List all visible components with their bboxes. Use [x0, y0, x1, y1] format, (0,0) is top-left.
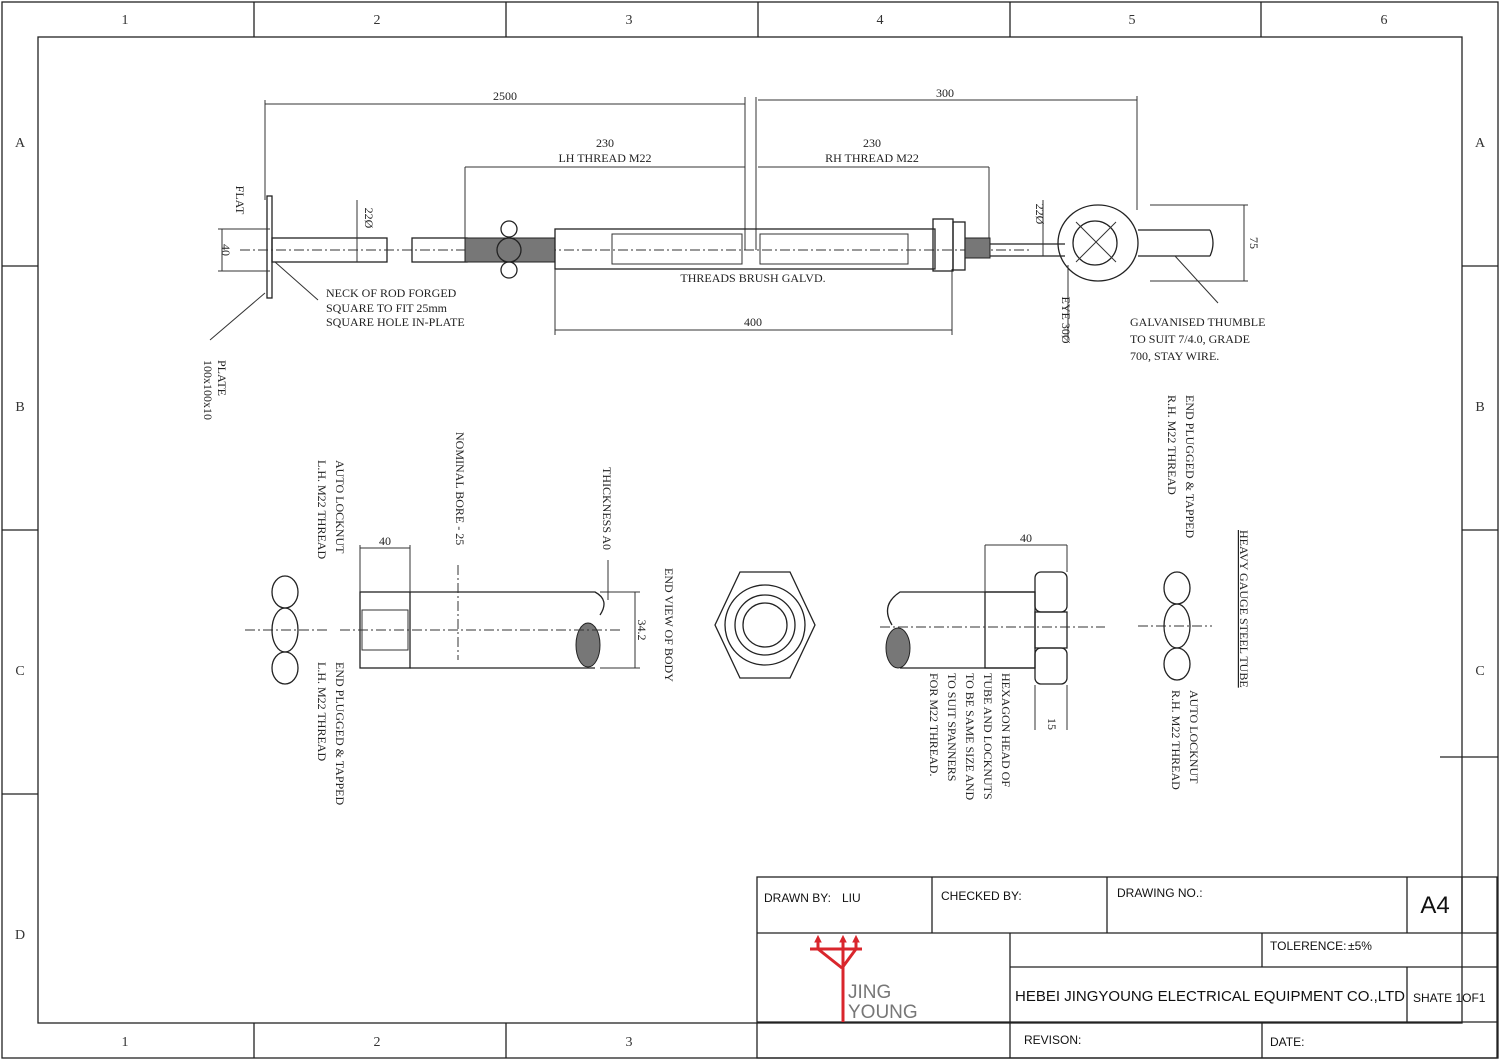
row-label: C	[15, 664, 24, 679]
row-label: C	[1475, 664, 1484, 679]
company-logo: JING YOUNG	[810, 934, 918, 1023]
company-name: HEBEI JINGYOUNG ELECTRICAL EQUIPMENT CO.…	[1015, 988, 1405, 1005]
drawing-no-label: DRAWING NO.:	[1117, 886, 1203, 900]
sheet-number: SHATE 1OF1	[1413, 991, 1486, 1005]
end-plugged-rh-2: R.H. M22 THREAD	[1165, 395, 1179, 495]
rod-dia-left: 22Ø	[362, 208, 376, 229]
hexagon-note-3: TO BE SAME SIZE AND	[963, 673, 977, 800]
rh-length: 230	[863, 136, 881, 150]
tolerance-label: TOLERENCE:	[1270, 939, 1346, 953]
end-plugged-lh-1: END PLUGGED & TAPPED	[333, 662, 347, 805]
threads-note: THREADS BRUSH GALVD.	[680, 271, 825, 285]
dim-overall: 2500	[493, 89, 517, 103]
row-label: B	[1475, 400, 1484, 415]
drawn-by-value: LIU	[842, 891, 861, 905]
hex-locknut-right	[932, 218, 966, 272]
dim-75: 75	[1247, 237, 1261, 249]
col-label: 3	[626, 1035, 633, 1050]
hex-head	[1034, 571, 1068, 685]
hexagon-note-2: TUBE AND LOCKNUTS	[981, 673, 995, 800]
col-label: 2	[374, 13, 381, 28]
end-view-label: END VIEW OF BODY	[662, 568, 676, 682]
auto-locknut-lh-2: L.H. M22 THREAD	[315, 460, 329, 559]
auto-locknut-lh	[271, 575, 299, 685]
stay-rod-assembly-view: 2500 300 230 LH THREAD M22 230 RH THREAD…	[201, 86, 1265, 420]
row-label: A	[15, 136, 26, 151]
col-label: 1	[122, 1035, 129, 1050]
dim-40-b: 40	[379, 534, 391, 548]
lh-length: 230	[596, 136, 614, 150]
plate-note-2: 100x100x10	[201, 360, 215, 420]
neck-note-1: NECK OF ROD FORGED	[326, 286, 457, 300]
rod-dia-right: 22Ø	[1033, 204, 1047, 225]
column-labels-bottom: 1 2 3	[122, 1035, 633, 1050]
thimble	[1138, 229, 1214, 257]
revision-label: REVISON:	[1024, 1033, 1081, 1047]
col-label: 4	[877, 13, 884, 28]
nominal-bore: NOMINAL BORE - 25	[453, 432, 467, 545]
heavy-gauge-label: HEAVY GAUGE STEEL TUBE	[1237, 530, 1251, 688]
lh-thread-label: LH THREAD M22	[558, 151, 651, 165]
dim-flat-40: 40	[219, 244, 233, 256]
thickness: THICKNESS A0	[600, 467, 614, 550]
col-label: 5	[1129, 13, 1136, 28]
plate-note-1: PLATE	[215, 360, 229, 396]
sheet-size: A4	[1420, 892, 1449, 919]
tolerance-value: ±5%	[1348, 939, 1372, 953]
title-block: DRAWN BY: LIU CHECKED BY: DRAWING NO.: A…	[756, 876, 1498, 1059]
dim-15: 15	[1045, 718, 1059, 730]
thimble-note-1: GALVANISED THUMBLE	[1130, 315, 1265, 329]
auto-locknut-rh-2: R.H. M22 THREAD	[1169, 690, 1183, 790]
turnbuckle-body	[554, 228, 936, 270]
col-label: 2	[374, 1035, 381, 1050]
dim-34-2: 34.2	[635, 620, 649, 641]
row-label: B	[15, 400, 24, 415]
eye-inner	[1072, 220, 1118, 266]
logo-text-young: YOUNG	[848, 1002, 918, 1023]
locknut-left	[496, 220, 522, 279]
logo-text-jing: JING	[848, 982, 891, 1003]
col-label: 1	[122, 13, 129, 28]
date-label: DATE:	[1270, 1035, 1304, 1049]
dim-eye: 300	[936, 86, 954, 100]
neck-note-2: SQUARE TO FIT 25mm	[326, 301, 448, 315]
hexagon-note-5: FOR M22 THREAD.	[927, 673, 941, 776]
drawn-by-label: DRAWN BY:	[764, 891, 831, 905]
column-labels-top: 1 2 3 4 5 6	[122, 13, 1388, 28]
dim-400: 400	[744, 315, 762, 329]
col-label: 3	[626, 13, 633, 28]
rh-thread-label: RH THREAD M22	[825, 151, 919, 165]
thimble-note-3: 700, STAY WIRE.	[1130, 349, 1219, 363]
neck-note-3: SQUARE HOLE IN-PLATE	[326, 315, 465, 329]
end-plugged-rh-1: END PLUGGED & TAPPED	[1183, 395, 1197, 538]
checked-by-label: CHECKED BY:	[941, 889, 1022, 903]
eye-note: EYE 30Ø	[1059, 297, 1073, 344]
eye-outer	[1057, 204, 1139, 282]
end-view-hexagon	[714, 571, 816, 679]
thimble-note-2: TO SUIT 7/4.0, GRADE	[1130, 332, 1250, 346]
row-label: D	[15, 928, 25, 943]
flat-label: FLAT	[233, 186, 247, 215]
auto-locknut-rh-1: AUTO LOCKNUT	[1187, 690, 1201, 784]
auto-locknut-rh	[1163, 571, 1191, 681]
col-label: 6	[1381, 13, 1388, 28]
end-plugged-lh-2: L.H. M22 THREAD	[315, 662, 329, 761]
hexagon-note-1: HEXAGON HEAD OF	[999, 673, 1013, 787]
dim-40-c: 40	[1020, 531, 1032, 545]
row-label: A	[1475, 136, 1486, 151]
hexagon-note-4: TO SUIT SPANNERS	[945, 673, 959, 781]
auto-locknut-lh-1: AUTO LOCKNUT	[333, 460, 347, 554]
row-labels: A B C D A B C	[15, 136, 1486, 943]
detail-views: AUTO LOCKNUT L.H. M22 THREAD END PLUGGED…	[245, 395, 1251, 805]
